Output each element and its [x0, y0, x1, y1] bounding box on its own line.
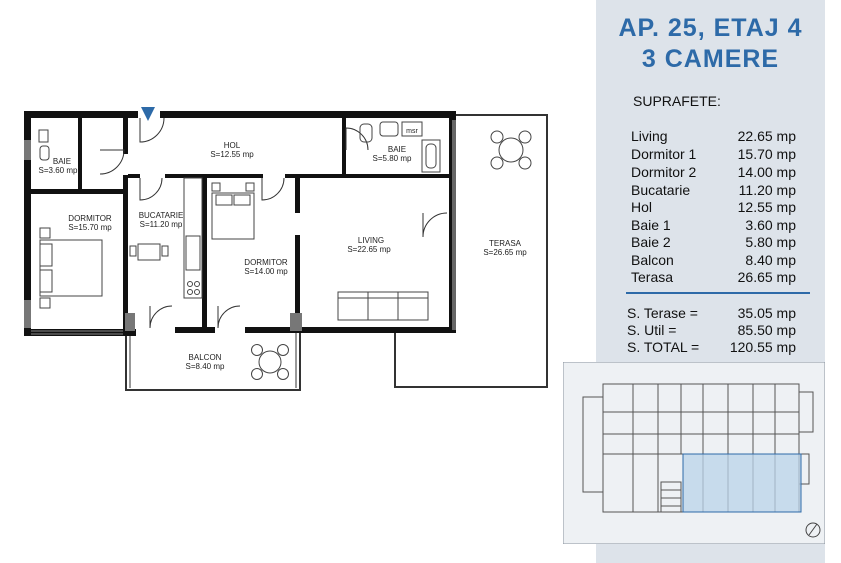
area-row: Living 22.65 mp [631, 128, 796, 145]
area-row: Hol 12.55 mp [631, 199, 796, 216]
area-value: 14.00 mp [737, 164, 796, 180]
north-arrow-icon [805, 522, 821, 538]
bathroom2-fixtures [359, 121, 441, 173]
exterior-walls [24, 111, 456, 336]
room-name-balcon: BALCON [189, 353, 222, 362]
apartment-title: AP. 25, ETAJ 4 [618, 14, 803, 42]
room-area-dormitor2: S=14.00 mp [244, 267, 288, 276]
areas-heading: SUPRAFETE: [633, 93, 721, 109]
room-area-baie2: S=5.80 mp [373, 154, 412, 163]
doors [99, 117, 448, 329]
room-name-baie2: BAIE [388, 145, 406, 154]
key-plan [563, 362, 825, 544]
area-name: Dormitor 1 [631, 146, 697, 162]
window-lines [31, 330, 123, 335]
windows [24, 140, 302, 331]
living-sofa [337, 291, 429, 321]
room-name-bucatarie: BUCATARIE [139, 211, 184, 220]
floor-plan: msr [24, 107, 548, 391]
area-row: Balcon 8.40 mp [631, 252, 796, 269]
area-value: 22.65 mp [737, 128, 796, 144]
room-area-hol: S=12.55 mp [210, 150, 254, 159]
kitchen-furniture [129, 177, 203, 299]
total-value: 120.55 mp [729, 339, 796, 355]
room-area-dormitor1: S=15.70 mp [68, 223, 112, 232]
room-area-baie1: S=3.60 mp [39, 166, 78, 175]
totals-divider [626, 292, 810, 294]
key-plan-highlight [682, 453, 802, 513]
bed-dormitor-2 [211, 182, 255, 240]
area-row: Baie 1 3.60 mp [631, 217, 796, 234]
total-name: S. Terase = [627, 305, 698, 321]
total-value: 35.05 mp [737, 305, 796, 321]
interior-walls [24, 118, 450, 330]
room-area-terasa: S=26.65 mp [483, 248, 527, 257]
area-name: Baie 1 [631, 217, 671, 233]
room-name-hol: HOL [224, 141, 241, 150]
area-row: Dormitor 1 15.70 mp [631, 146, 796, 163]
area-name: Hol [631, 199, 653, 215]
area-name: Terasa [631, 269, 674, 285]
area-name: Balcon [631, 252, 674, 268]
terrace-outline [394, 114, 548, 388]
area-row: Baie 2 5.80 mp [631, 234, 796, 251]
room-name-terasa: TERASA [489, 239, 522, 248]
total-name: S. Util = [627, 322, 677, 338]
total-name: S. TOTAL = [627, 339, 700, 355]
area-name: Baie 2 [631, 234, 671, 250]
area-row: Dormitor 2 14.00 mp [631, 164, 796, 181]
area-value: 11.20 mp [738, 182, 796, 198]
area-row: Terasa 26.65 mp [631, 269, 796, 286]
balcony-outline [125, 330, 301, 391]
area-row: Bucatarie 11.20 mp [631, 182, 796, 199]
area-name: Bucatarie [631, 182, 691, 198]
terrace-table [490, 130, 532, 170]
room-area-bucatarie: S=11.20 mp [140, 220, 183, 229]
area-name: Dormitor 2 [631, 164, 697, 180]
area-value: 26.65 mp [737, 269, 796, 285]
entry-marker [141, 107, 155, 121]
area-value: 5.80 mp [745, 234, 796, 250]
room-name-baie1: BAIE [53, 157, 71, 166]
room-name-living: LIVING [358, 236, 384, 245]
rooms-count-title: 3 CAMERE [641, 45, 780, 73]
area-value: 12.55 mp [737, 199, 796, 215]
msr-label: msr [406, 128, 418, 135]
area-value: 8.40 mp [745, 252, 796, 268]
area-value: 15.70 mp [737, 146, 796, 162]
area-value: 3.60 mp [745, 217, 796, 233]
room-name-dormitor2: DORMITOR [244, 258, 288, 267]
bed-dormitor-1 [39, 227, 103, 309]
room-area-balcon: S=8.40 mp [186, 362, 225, 371]
total-value: 85.50 mp [737, 322, 796, 338]
room-area-living: S=22.65 mp [347, 245, 391, 254]
balcony-table [251, 344, 289, 380]
area-name: Living [631, 128, 668, 144]
bathroom1-fixtures [38, 129, 50, 161]
room-name-dormitor1: DORMITOR [68, 214, 112, 223]
